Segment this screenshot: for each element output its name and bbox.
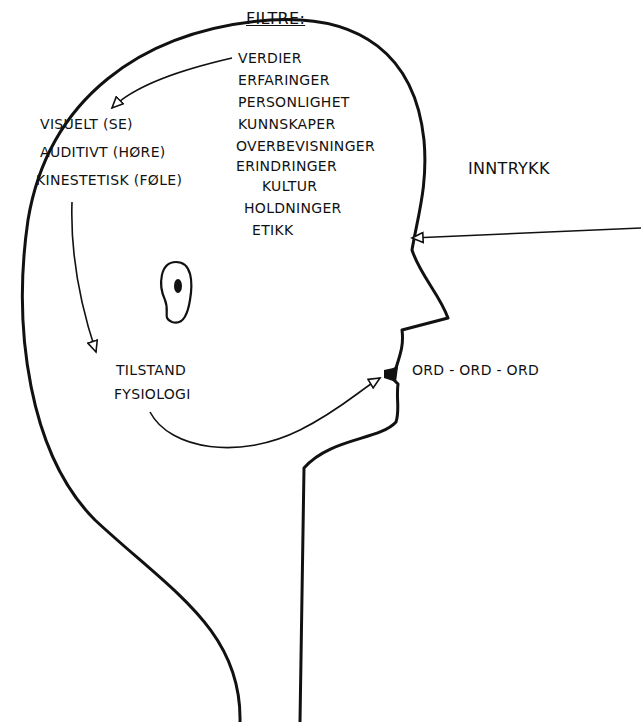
impression-arrow bbox=[412, 228, 641, 238]
note-label: VERDIER bbox=[238, 50, 302, 66]
filter-arrow bbox=[112, 58, 232, 108]
ear bbox=[161, 262, 191, 323]
note-label: VISUELT (SE) bbox=[40, 116, 133, 132]
note-label: OVERBEVISNINGER bbox=[236, 138, 375, 154]
note-label: ERINDRINGER bbox=[236, 158, 337, 174]
note-label: ETIKK bbox=[252, 222, 293, 238]
note-label: FYSIOLOGI bbox=[114, 386, 191, 402]
note-label: KULTUR bbox=[262, 178, 317, 194]
note-label: KINESTETISK (FØLE) bbox=[36, 172, 182, 188]
mouth bbox=[384, 367, 398, 382]
note-label: ORD - ORD - ORD bbox=[412, 362, 539, 378]
note-label: HOLDNINGER bbox=[244, 200, 342, 216]
note-label: TILSTAND bbox=[116, 362, 186, 378]
note-label: ERFARINGER bbox=[238, 72, 330, 88]
state-arrow bbox=[72, 202, 96, 352]
note-label: AUDITIVT (HØRE) bbox=[40, 144, 166, 160]
note-label: KUNNSKAPER bbox=[238, 116, 335, 132]
note-label: INNTRYKK bbox=[468, 160, 550, 178]
ear-canal bbox=[174, 279, 182, 293]
note-label: PERSONLIGHET bbox=[238, 94, 350, 110]
note-label: FILTRE: bbox=[246, 10, 305, 28]
head-outline bbox=[23, 19, 448, 722]
